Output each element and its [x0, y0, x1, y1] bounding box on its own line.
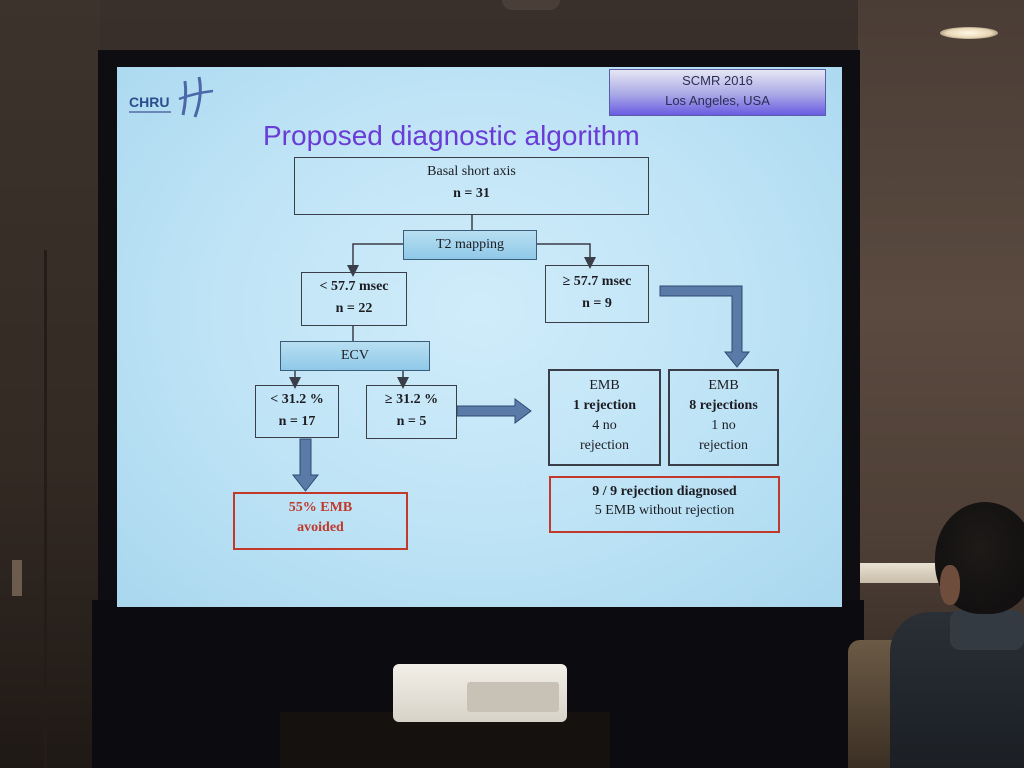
node-emb-left-title: EMB [589, 378, 620, 393]
node-summary: 9 / 9 rejection diagnosed 5 EMB without … [549, 476, 780, 533]
node-emb-right: EMB 8 rejections 1 no rejection [668, 369, 779, 466]
node-ecv-high-count: n = 5 [396, 414, 427, 429]
node-emb-left-rejection: 1 rejection [572, 398, 637, 413]
node-ecv-high: ≥ 31.2 % n = 5 [366, 385, 457, 439]
thick-arrow-ecv-low [291, 438, 320, 492]
node-avoided-label: avoided [297, 520, 344, 535]
node-ecv-label: ECV [341, 348, 369, 363]
node-emb-right-rejection-word: rejection [699, 438, 748, 453]
ceiling-light [940, 27, 998, 39]
node-summary-diagnosed: 9 / 9 rejection diagnosed [592, 484, 737, 499]
audience-member-collar [950, 610, 1024, 650]
node-t2-low: < 57.7 msec n = 22 [301, 272, 407, 326]
node-summary-without: 5 EMB without rejection [594, 503, 735, 518]
node-t2-low-threshold: < 57.7 msec [319, 279, 389, 294]
node-ecv-low-threshold: < 31.2 % [270, 392, 324, 407]
node-t2-high-count: n = 9 [582, 296, 612, 311]
projector-ports [467, 682, 559, 712]
door-frame [0, 250, 47, 768]
slide: CHRU SCMR 2016 Los Angeles, USA Proposed… [117, 67, 842, 607]
node-ecv-low: < 31.2 % n = 17 [255, 385, 339, 438]
logo-text: CHRU [129, 94, 170, 110]
flowchart-connectors [289, 215, 751, 492]
node-emb-left-rejection-word: rejection [580, 438, 629, 453]
logo-h-icon [178, 76, 214, 118]
node-t2-mapping: T2 mapping [403, 230, 537, 260]
chru-logo: CHRU [129, 94, 169, 110]
slide-title: Proposed diagnostic algorithm [263, 120, 640, 151]
logo-underline [129, 111, 171, 113]
node-basal-short-axis: Basal short axis n = 31 [294, 157, 649, 215]
node-t2-high: ≥ 57.7 msec n = 9 [545, 265, 649, 323]
node-t2-label: T2 mapping [435, 237, 505, 252]
conference-location: Los Angeles, USA [665, 93, 770, 108]
thick-arrow-t2-high [659, 285, 751, 368]
node-emb-right-no: 1 no [711, 418, 736, 433]
node-ecv: ECV [280, 341, 430, 371]
node-t2-high-threshold: ≥ 57.7 msec [562, 274, 632, 289]
connector-t2-high [537, 243, 596, 269]
node-basal-label: Basal short axis [427, 164, 516, 179]
node-ecv-high-threshold: ≥ 31.2 % [384, 392, 439, 407]
connector-t2-low [347, 243, 403, 277]
node-emb-right-title: EMB [708, 378, 739, 393]
audience-member-ear [940, 565, 960, 605]
conference-banner: SCMR 2016 Los Angeles, USA [609, 69, 826, 116]
ceiling-fixture [502, 0, 560, 10]
node-basal-count: n = 31 [453, 186, 490, 201]
door-handle [12, 560, 22, 596]
thick-arrow-ecv-high [456, 398, 532, 424]
node-t2-low-count: n = 22 [335, 301, 373, 316]
node-ecv-low-count: n = 17 [278, 414, 316, 429]
node-emb-left: EMB 1 rejection 4 no rejection [548, 369, 661, 466]
node-emb-right-rejections: 8 rejections [689, 398, 758, 413]
node-emb-left-no: 4 no [592, 418, 617, 433]
node-avoided-percent: 55% EMB [288, 500, 353, 515]
node-emb-avoided: 55% EMB avoided [233, 492, 408, 550]
conference-name: SCMR 2016 [682, 73, 753, 88]
left-wall [0, 0, 100, 768]
